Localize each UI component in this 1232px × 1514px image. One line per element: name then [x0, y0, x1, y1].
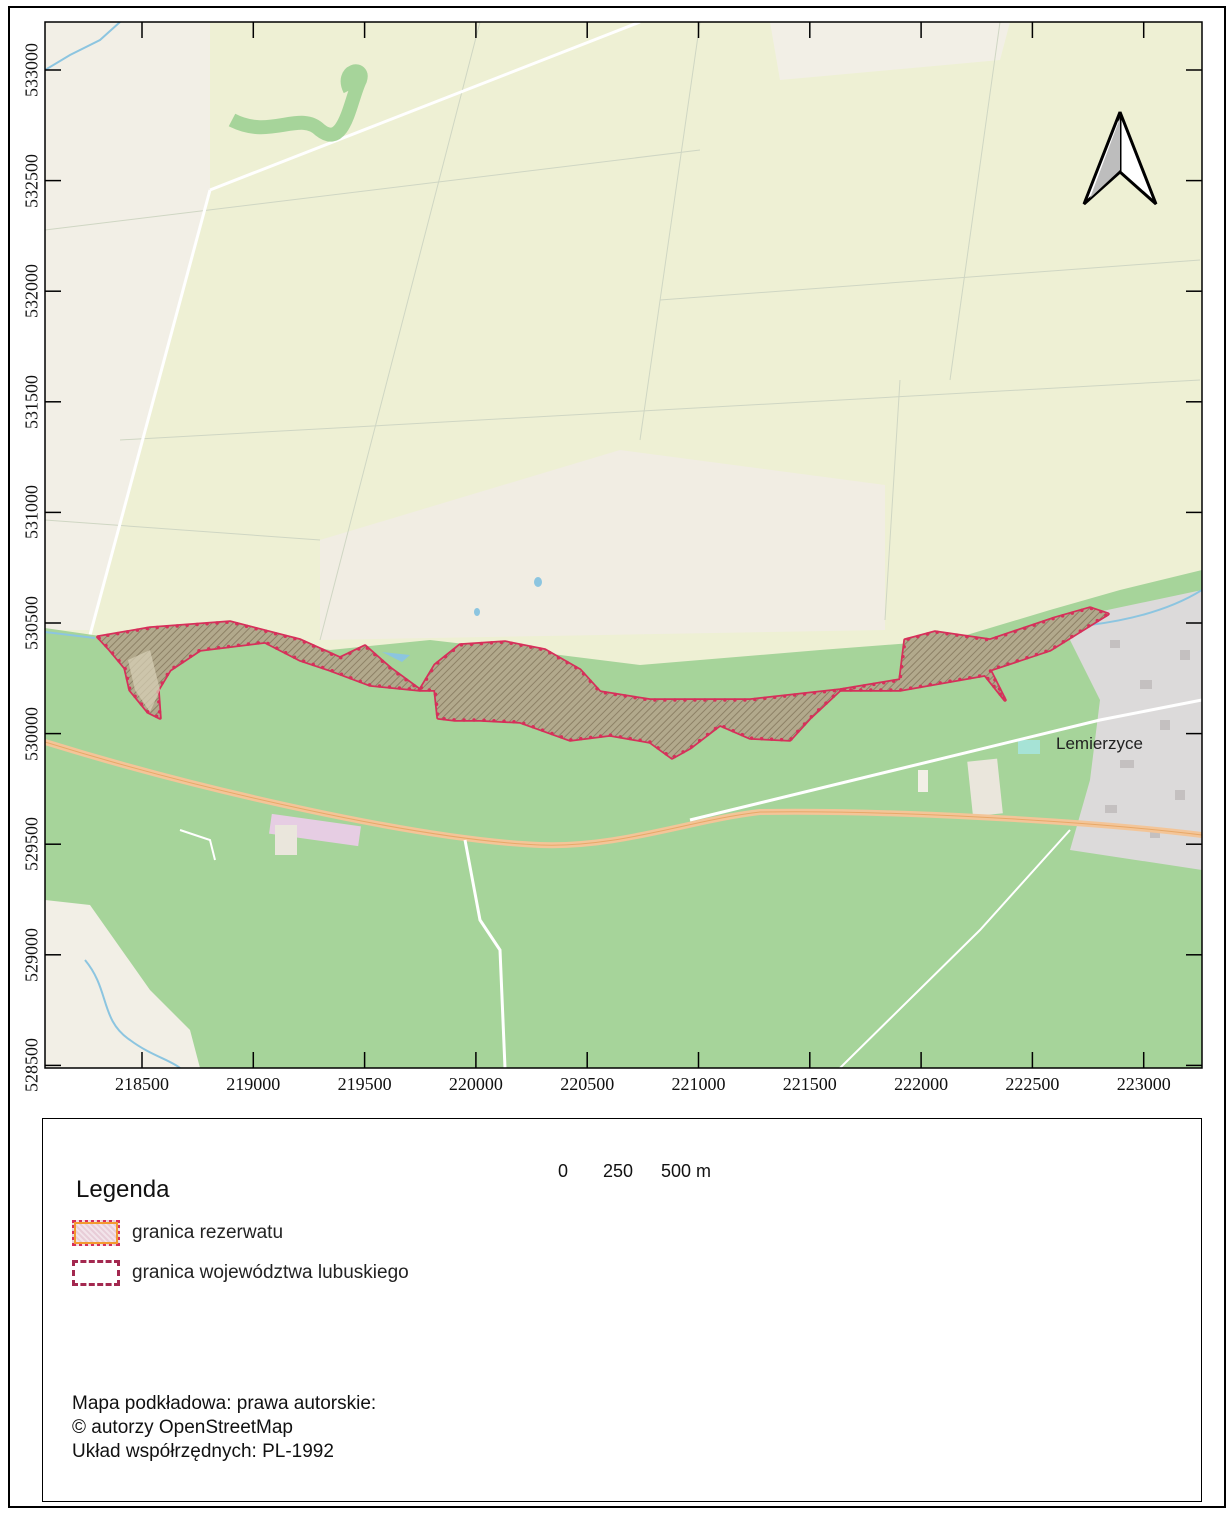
scalebar-label-0: 0	[557, 1161, 569, 1181]
forest-road-1	[463, 839, 507, 1068]
x-tick-label: 221500	[782, 1074, 837, 1094]
legend-item-label: granica rezerwatu	[132, 1222, 284, 1243]
x-tick-label: 220000	[448, 1074, 503, 1094]
x-tick-label: 223000	[1116, 1074, 1171, 1094]
x-tick-label: 221000	[671, 1074, 726, 1094]
pond-small-3	[382, 652, 410, 662]
river-top-left	[45, 22, 121, 71]
scalebar-label-500: 500 m	[660, 1161, 712, 1181]
road-north	[209, 22, 641, 192]
y-tick-label: 533000	[21, 43, 42, 97]
industrial-area	[269, 813, 361, 847]
railway	[689, 698, 1202, 822]
legend-panel	[42, 1118, 1202, 1502]
x-tick-label: 218500	[115, 1074, 169, 1094]
road-west	[88, 189, 212, 636]
map-border	[44, 21, 1203, 1069]
map-credits: Mapa podkładowa: prawa autorskie: © auto…	[72, 1392, 376, 1464]
y-tick-label: 531000	[21, 485, 42, 540]
x-tick-label: 222500	[1005, 1074, 1060, 1094]
legend-title: Legenda	[76, 1176, 170, 1203]
credits-line-2: © autorzy OpenStreetMap	[72, 1417, 293, 1438]
forest-road-3	[179, 829, 216, 861]
x-tick-label: 220500	[560, 1074, 615, 1094]
reserve-swatch	[72, 1220, 120, 1246]
north-arrow-icon	[1082, 111, 1158, 206]
scalebar-label-250: 250	[602, 1161, 634, 1181]
meadow-bottom-left	[45, 900, 200, 1068]
y-tick-label: 531500	[21, 374, 42, 429]
credits-line-3: Układ współrzędnych: PL-1992	[72, 1441, 334, 1462]
y-tick-label: 532500	[21, 153, 42, 208]
y-tick-label: 529500	[21, 817, 42, 872]
axis-ticks	[45, 22, 1202, 1068]
pond	[1018, 740, 1040, 754]
province-swatch	[72, 1260, 120, 1286]
forest-road-2	[839, 829, 1071, 1068]
village-area	[1060, 590, 1202, 870]
meadow-top-right	[770, 22, 1010, 80]
clearing-1	[967, 758, 1003, 817]
meadow-central	[320, 450, 885, 640]
meadow-strip-left	[45, 22, 210, 630]
credits-line-1: Mapa podkładowa: prawa autorskie:	[72, 1393, 377, 1414]
y-tick-label: 528500	[21, 1038, 42, 1093]
y-tick-label: 529000	[21, 927, 42, 982]
x-tick-label: 219500	[337, 1074, 392, 1094]
x-tick-label: 222000	[894, 1074, 949, 1094]
place-label-lemierzyce: Lemierzyce	[1056, 734, 1143, 753]
map-area[interactable]	[45, 22, 1202, 1068]
map-frame	[8, 6, 1226, 1508]
field-lines	[45, 22, 1201, 641]
pond-small-1	[534, 577, 542, 587]
clearing-3	[275, 825, 297, 855]
forest-area	[45, 570, 1202, 1068]
x-tick-label: 219000	[226, 1074, 281, 1094]
river-bottom-left	[84, 959, 181, 1068]
pond-small-2	[474, 608, 480, 616]
clearing-2	[918, 770, 928, 792]
reserve-clearing	[128, 650, 160, 712]
legend-item-reserve: granica rezerwatu	[72, 1218, 283, 1248]
river-east	[45, 589, 1202, 639]
village-buildings	[1105, 640, 1190, 838]
legend-item-province: granica województwa lubuskiego	[72, 1258, 409, 1288]
y-tick-label: 532000	[21, 264, 42, 319]
y-tick-label: 530000	[21, 706, 42, 761]
legend-item-label: granica województwa lubuskiego	[132, 1262, 409, 1283]
green-stream	[228, 64, 368, 142]
y-tick-label: 530500	[21, 596, 42, 650]
